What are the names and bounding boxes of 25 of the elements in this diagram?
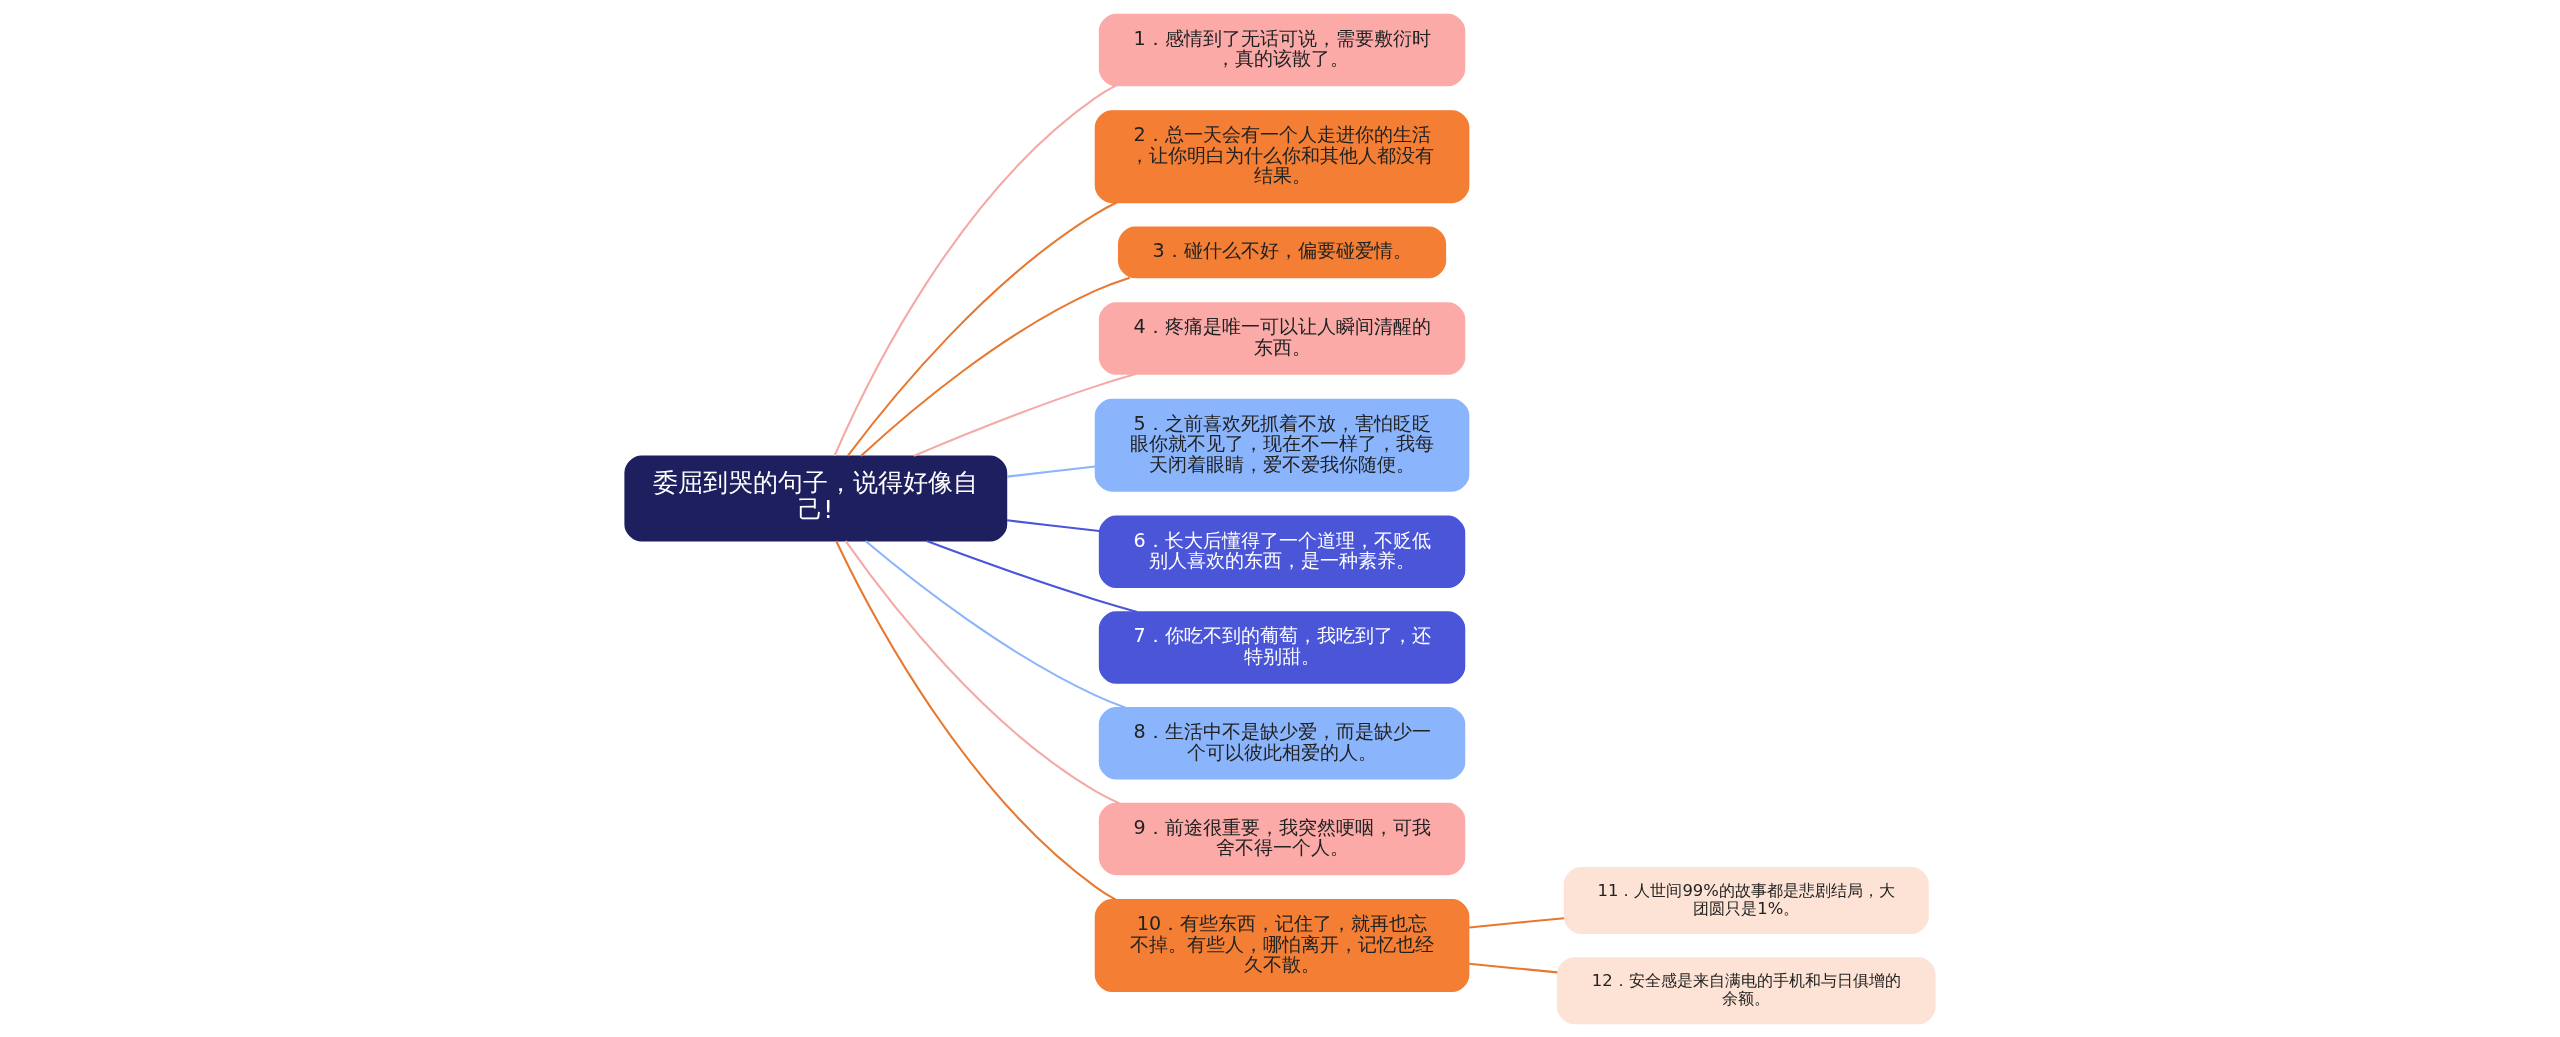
connector	[1469, 962, 1558, 973]
node-box: 6．长大后懂得了一个道理，不贬低别人喜欢的东西，是一种素养。	[1098, 515, 1466, 588]
connector	[926, 539, 1138, 613]
node-box: 委屈到哭的句子，说得好像自己!	[624, 454, 1008, 542]
node-box: 8．生活中不是缺少爱，而是缺少一个可以彼此相爱的人。	[1098, 706, 1466, 779]
node-box: 3．碰什么不好，偏要碰爱情。	[1117, 225, 1447, 278]
node-box: 9．前途很重要，我突然哽咽，可我舍不得一个人。	[1098, 802, 1466, 875]
node-box: 12．安全感是来自满电的手机和与日俱增的余额。	[1556, 956, 1936, 1024]
connector	[1006, 465, 1096, 478]
connector	[864, 539, 1126, 708]
node-box: 11．人世间99%的故事都是悲剧结局，大团圆只是1%。	[1563, 866, 1929, 934]
connector	[1006, 518, 1100, 532]
node-box: 4．疼痛是唯一可以让人瞬间清醒的东西。	[1098, 301, 1466, 375]
connector	[833, 84, 1117, 456]
connector	[844, 539, 1120, 804]
node-box: 2．总一天会有一个人走进你的生活，让你明白为什么你和其他人都没有结果。	[1094, 109, 1470, 203]
node-box: 7．你吃不到的葡萄，我吃到了，还特别甜。	[1098, 610, 1466, 684]
node-box: 10．有些东西，记住了，就再也忘不掉。有些人，哪怕离开，记忆也经久不散。	[1094, 898, 1470, 992]
connector	[835, 540, 1117, 901]
node-box: 1．感情到了无话可说，需要敷衍时，真的该散了。	[1098, 13, 1466, 86]
connector	[860, 276, 1131, 457]
node-box: 5．之前喜欢死抓着不放，害怕眨眨眼你就不见了，现在不一样了，我每天闭着眼睛，爱不爱我你随便。	[1094, 398, 1470, 492]
connector	[1469, 916, 1565, 928]
connector	[846, 201, 1117, 456]
connector	[913, 372, 1136, 457]
